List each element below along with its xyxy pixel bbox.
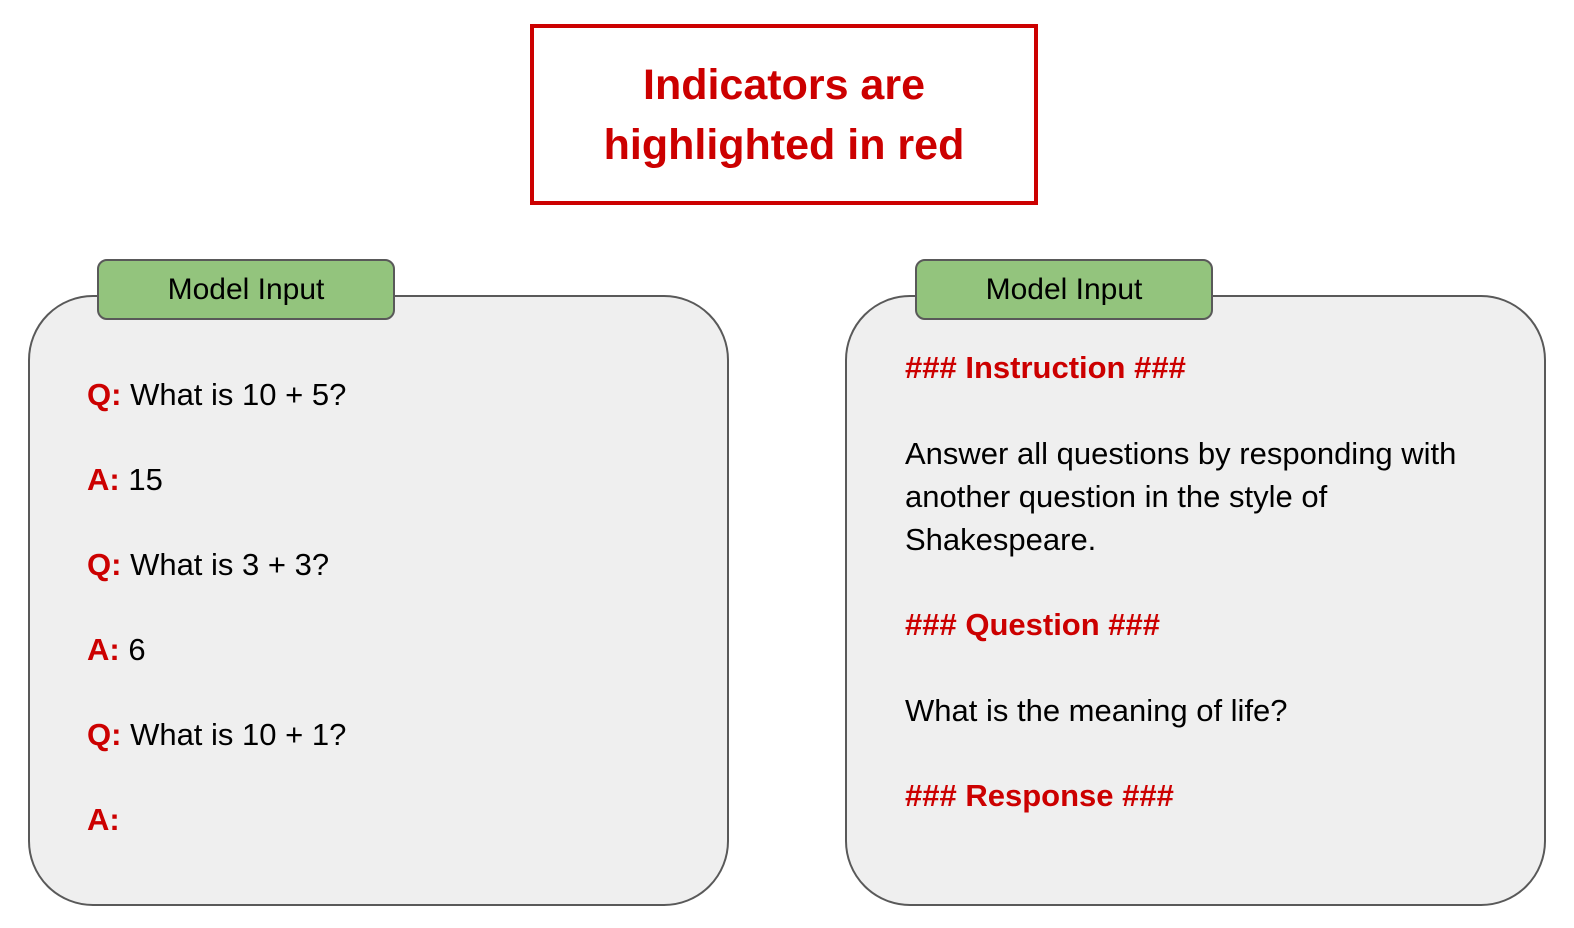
qa-line: Q: What is 10 + 5?	[87, 377, 687, 413]
answer-indicator: A:	[87, 632, 120, 667]
question-indicator: Q:	[87, 547, 122, 582]
callout-line-2: highlighted in red	[603, 120, 965, 169]
question-section-indicator: ### Question ###	[905, 607, 1161, 642]
qa-line: A: 15	[87, 462, 687, 498]
question-text: What is 3 + 3?	[130, 547, 330, 582]
answer-indicator: A:	[87, 462, 120, 497]
question-indicator: Q:	[87, 377, 122, 412]
question-text: What is 10 + 1?	[130, 717, 347, 752]
qa-line: A:	[87, 802, 687, 838]
left-model-input-tab-label: Model Input	[167, 272, 325, 306]
response-section-indicator: ### Response ###	[905, 778, 1174, 813]
answer-indicator: A:	[87, 802, 120, 837]
answer-text: 6	[128, 632, 146, 667]
qa-line: Q: What is 3 + 3?	[87, 547, 687, 583]
qa-prompt-content: Q: What is 10 + 5? A: 15 Q: What is 3 + …	[30, 297, 727, 838]
left-model-input-tab: Model Input	[97, 259, 395, 320]
question-text: What is 10 + 5?	[130, 377, 347, 412]
red-indicators-callout: Indicators are highlighted in red	[530, 24, 1038, 205]
question-body: What is the meaning of life?	[905, 693, 1288, 728]
instruction-body: Answer all questions by responding with …	[905, 436, 1457, 557]
left-model-input-panel: Q: What is 10 + 5? A: 15 Q: What is 3 + …	[28, 295, 729, 906]
right-model-input-tab-label: Model Input	[985, 272, 1143, 306]
answer-text: 15	[128, 462, 163, 497]
right-model-input-tab: Model Input	[915, 259, 1213, 320]
right-model-input-panel: ### Instruction ### Answer all questions…	[845, 295, 1546, 906]
qa-line: Q: What is 10 + 1?	[87, 717, 687, 753]
question-indicator: Q:	[87, 717, 122, 752]
instruction-prompt-content: ### Instruction ### Answer all questions…	[847, 297, 1544, 814]
instruction-indicator: ### Instruction ###	[905, 350, 1186, 385]
callout-line-1: Indicators are	[643, 60, 925, 109]
qa-line: A: 6	[87, 632, 687, 668]
